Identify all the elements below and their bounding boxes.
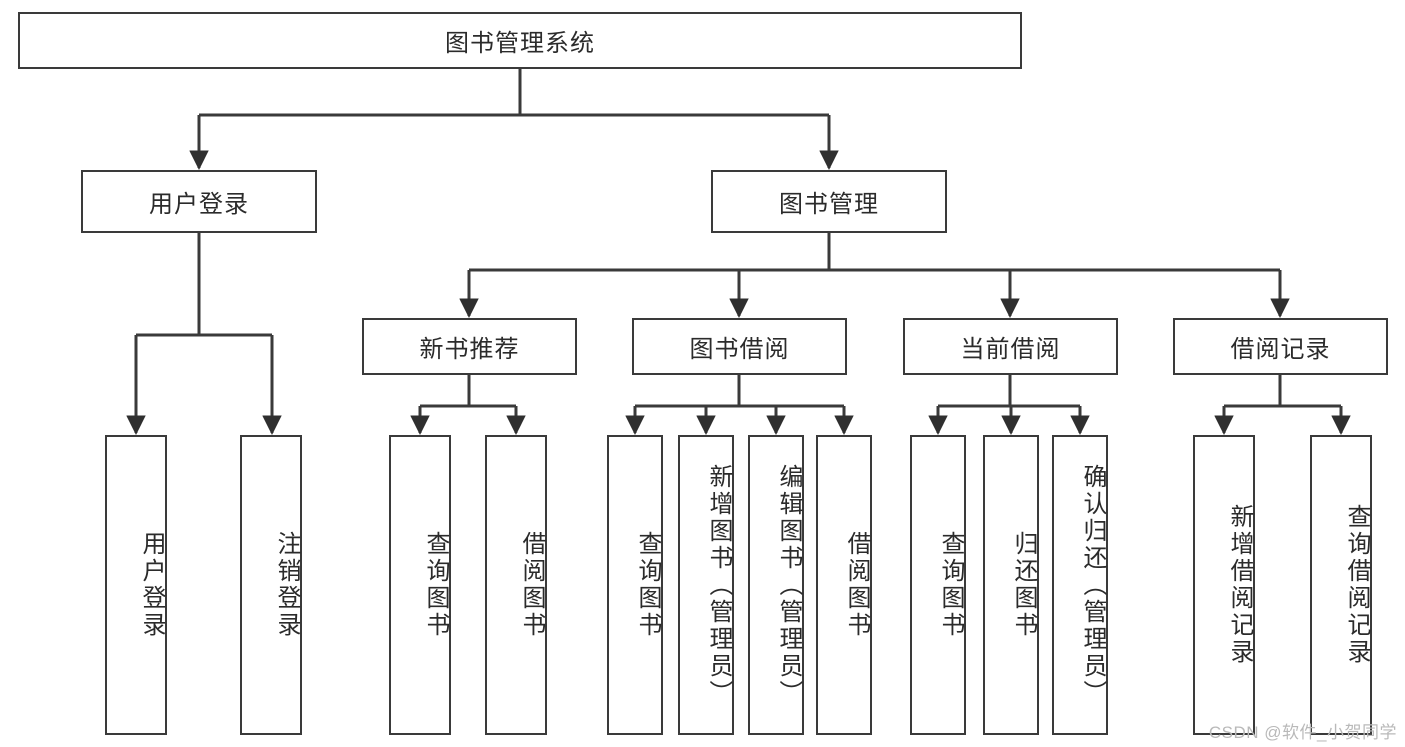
node-user-login[interactable]: 用户登录: [81, 170, 317, 233]
leaf-borrow-borrow-book[interactable]: 借阅图书: [816, 435, 872, 735]
leaf-label: 新增图书（管理员）: [705, 463, 732, 707]
leaf-label: 编辑图书（管理员）: [775, 463, 802, 707]
csdn-watermark: CSDN @软件_小贺同学: [1208, 723, 1397, 742]
node-borrow-record[interactable]: 借阅记录: [1173, 318, 1388, 375]
leaf-label: 查询借阅记录: [1343, 504, 1370, 666]
leaf-label: 查询图书: [937, 531, 964, 639]
node-book-borrow[interactable]: 图书借阅: [632, 318, 847, 375]
node-current-borrow-label: 当前借阅: [960, 336, 1061, 363]
node-book-manage[interactable]: 图书管理: [711, 170, 947, 233]
leaf-borrow-query-book[interactable]: 查询图书: [607, 435, 663, 735]
leaf-current-confirm-return[interactable]: 确认归还（管理员）: [1052, 435, 1108, 735]
leaf-borrow-add-book[interactable]: 新增图书（管理员）: [678, 435, 734, 735]
leaf-label: 用户登录: [138, 531, 165, 639]
leaf-label: 注销登录: [273, 531, 300, 639]
node-book-manage-label: 图书管理: [779, 191, 879, 218]
leaf-label: 查询图书: [422, 531, 449, 639]
leaf-user-logout[interactable]: 注销登录: [240, 435, 302, 735]
leaf-label: 借阅图书: [518, 531, 545, 639]
leaf-label: 借阅图书: [843, 531, 870, 639]
leaf-record-add[interactable]: 新增借阅记录: [1193, 435, 1255, 735]
node-new-book-recommend[interactable]: 新书推荐: [362, 318, 577, 375]
node-current-borrow[interactable]: 当前借阅: [903, 318, 1118, 375]
leaf-label: 确认归还（管理员）: [1079, 463, 1106, 707]
leaf-current-return-book[interactable]: 归还图书: [983, 435, 1039, 735]
leaf-record-query[interactable]: 查询借阅记录: [1310, 435, 1372, 735]
leaf-label: 查询图书: [634, 531, 661, 639]
leaf-label: 新增借阅记录: [1226, 504, 1253, 666]
leaf-recommend-borrow-book[interactable]: 借阅图书: [485, 435, 547, 735]
node-borrow-record-label: 借阅记录: [1230, 336, 1331, 363]
leaf-user-login-do[interactable]: 用户登录: [105, 435, 167, 735]
leaf-label: 归还图书: [1010, 531, 1037, 639]
node-root[interactable]: 图书管理系统: [18, 12, 1022, 69]
node-new-book-recommend-label: 新书推荐: [419, 336, 520, 363]
node-root-label: 图书管理系统: [445, 30, 595, 57]
leaf-current-query-book[interactable]: 查询图书: [910, 435, 966, 735]
leaf-recommend-query-book[interactable]: 查询图书: [389, 435, 451, 735]
node-book-borrow-label: 图书借阅: [689, 336, 790, 363]
leaf-borrow-edit-book[interactable]: 编辑图书（管理员）: [748, 435, 804, 735]
node-user-login-label: 用户登录: [149, 191, 249, 218]
